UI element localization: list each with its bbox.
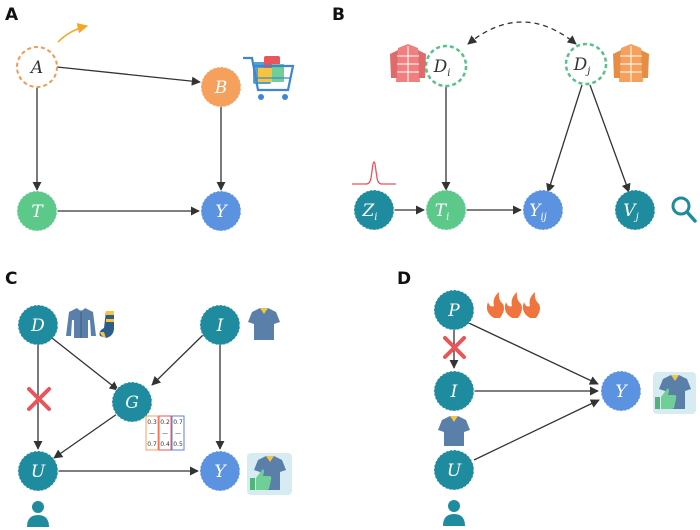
shopping-cart-icon — [243, 56, 295, 100]
edge-di-dj-bidirectional — [467, 21, 577, 45]
node-zi-label: Z — [361, 201, 375, 221]
long-sleeve-shirt-icon — [66, 308, 96, 338]
node-a-label: A — [29, 58, 43, 78]
panel-label-d: D — [397, 269, 411, 289]
node-y-label: Y — [215, 202, 228, 222]
node-vj: Vj — [614, 189, 656, 231]
node-dj-label: D — [573, 55, 588, 75]
node-ti-subscript: i — [446, 212, 449, 223]
svg-text:Zi: Zi — [361, 201, 377, 223]
node-y-label: Y — [214, 462, 227, 482]
node-i-label: I — [216, 316, 224, 336]
panel-label-b: B — [332, 5, 345, 25]
node-y: Y — [200, 190, 242, 232]
svg-text:Yij: Yij — [529, 201, 547, 223]
matrix-cell: 0.5 — [173, 441, 183, 448]
node-di-label: D — [433, 57, 448, 77]
edge-d-to-g — [51, 337, 119, 391]
panel-label-c: C — [5, 269, 17, 289]
node-y-label: Y — [615, 382, 628, 402]
panel-b: B Di Dj Zi Ti Yij Vj — [332, 5, 697, 231]
node-p-label: P — [447, 301, 460, 321]
matrix-cell: — — [149, 430, 155, 437]
node-p: P — [433, 289, 475, 331]
matrix-cell: 0.2 — [160, 419, 170, 426]
edge-a-to-b — [56, 66, 201, 86]
fire-icon — [504, 292, 522, 318]
node-t-label: T — [31, 202, 44, 222]
node-y: Y — [600, 370, 642, 412]
matrix-cell: — — [162, 430, 168, 437]
user-icon — [27, 501, 49, 527]
node-i: I — [199, 304, 241, 346]
user-icon — [443, 500, 465, 526]
node-d-label: D — [30, 316, 45, 336]
panel-d: D P I U Y — [397, 269, 696, 526]
matrix-cell: 0.4 — [160, 441, 170, 448]
intervention-arrow-icon — [57, 23, 89, 43]
edge-g-to-u — [53, 413, 118, 459]
node-dj: Dj — [564, 42, 608, 86]
node-b: B — [200, 66, 242, 108]
fire-icon — [522, 292, 540, 318]
fire-icon — [486, 292, 504, 318]
cross-mark-icon — [27, 387, 51, 411]
node-vj-label: V — [623, 201, 637, 221]
matrix-cell: 0.3 — [147, 419, 157, 426]
svg-text:Vj: Vj — [623, 201, 638, 223]
down-jacket-icon — [613, 44, 649, 82]
node-yij: Yij — [522, 189, 564, 231]
polo-shirt-icon — [438, 416, 470, 446]
magnifier-icon — [671, 196, 697, 223]
thumbs-up-icon — [247, 453, 292, 495]
panel-c: C D I G U Y — [5, 269, 292, 527]
node-di: Di — [424, 44, 468, 88]
edge-dj-to-vj — [589, 84, 631, 193]
svg-text:Di: Di — [433, 57, 451, 79]
svg-text:Dj: Dj — [573, 55, 591, 77]
spike-distribution-icon — [352, 161, 396, 185]
node-ti: Ti — [425, 189, 467, 231]
edge-i-to-g — [151, 334, 204, 386]
node-di-subscript: i — [447, 68, 450, 79]
matrix-cell: 0.7 — [173, 419, 183, 426]
node-u-label: U — [31, 462, 46, 482]
edge-dj-to-yij — [546, 84, 583, 193]
node-g: G — [111, 381, 153, 423]
node-u: U — [433, 449, 475, 491]
edge-u-to-y — [473, 399, 600, 461]
node-zi-subscript: i — [374, 212, 377, 223]
node-d: D — [17, 304, 59, 346]
edge-p-to-y — [453, 315, 599, 385]
node-t: T — [16, 190, 58, 232]
polo-shirt-icon — [248, 308, 280, 340]
node-u: U — [17, 450, 59, 492]
down-jacket-icon — [390, 44, 426, 82]
node-ti-label: T — [435, 201, 448, 221]
node-dj-subscript: j — [585, 66, 590, 77]
matrix-cell: 0.7 — [147, 441, 157, 448]
node-a: A — [16, 46, 58, 88]
matrix-cell: — — [175, 430, 181, 437]
node-i: I — [433, 370, 475, 412]
node-i-label: I — [450, 382, 458, 402]
node-vj-subscript: j — [634, 212, 639, 223]
panel-a: A A B T Y — [5, 5, 295, 232]
node-u-label: U — [447, 461, 462, 481]
node-zi: Zi — [353, 189, 395, 231]
thumbs-up-icon — [653, 372, 696, 414]
node-yij-subscript: ij — [540, 212, 546, 223]
sock-icon — [99, 311, 114, 338]
svg-text:Ti: Ti — [435, 201, 450, 223]
node-g-label: G — [125, 393, 139, 413]
node-y: Y — [199, 450, 241, 492]
cross-mark-icon — [443, 336, 466, 359]
matrix-table-icon: 0.3 0.2 0.7 — — — 0.7 0.4 0.5 — [145, 415, 185, 451]
node-b-label: B — [214, 78, 228, 98]
node-yij-label: Y — [529, 201, 542, 221]
panel-label-a: A — [5, 5, 19, 25]
